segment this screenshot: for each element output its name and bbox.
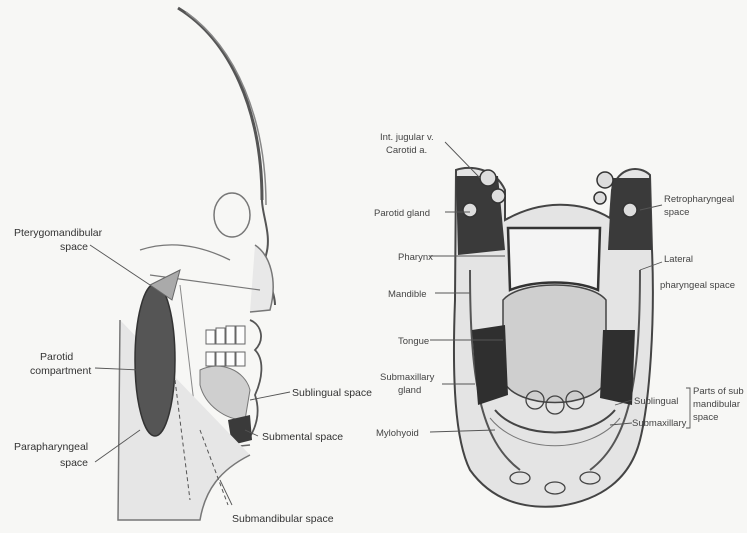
label-parotid-1: Parotid xyxy=(40,351,73,363)
label-tongue: Tongue xyxy=(398,336,429,347)
label-retropharyngeal-2: space xyxy=(664,207,689,218)
label-parts-of-3: space xyxy=(693,412,718,423)
label-submandibular-space: Submandibular space xyxy=(232,513,334,525)
label-pharynx: Pharynx xyxy=(398,252,433,263)
label-parotid-2: compartment xyxy=(30,365,91,377)
label-parapharyngeal-2: space xyxy=(60,457,88,469)
label-lateral-2: pharyngeal space xyxy=(660,280,735,291)
label-pterygomandibular-1: Pterygomandibular xyxy=(14,227,103,239)
label-mylohyoid: Mylohyoid xyxy=(376,428,419,439)
label-submaxillary-r: Submaxillary xyxy=(632,418,687,429)
label-carotid: Carotid a. xyxy=(386,145,427,156)
label-parotid-gland: Parotid gland xyxy=(374,208,430,219)
label-pterygomandibular-2: space xyxy=(60,241,88,253)
label-submental-space: Submental space xyxy=(262,431,343,443)
skull-sagittal-diagram xyxy=(118,8,275,520)
label-parapharyngeal-1: Parapharyngeal xyxy=(14,441,88,453)
label-submaxillary-1: Submaxillary xyxy=(380,372,435,383)
label-int-jugular: Int. jugular v. xyxy=(380,132,434,143)
label-mandible: Mandible xyxy=(388,289,427,300)
label-submaxillary-2: gland xyxy=(398,385,421,396)
label-lateral-1: Lateral xyxy=(664,254,693,265)
coronal-section-diagram xyxy=(454,168,653,507)
label-parts-of-2: mandibular xyxy=(693,399,740,410)
label-retropharyngeal-1: Retropharyngeal xyxy=(664,194,734,205)
label-sublingual-space: Sublingual space xyxy=(292,387,372,399)
label-parts-of-1: Parts of sub xyxy=(693,386,744,397)
label-sublingual-r: Sublingual xyxy=(634,396,678,407)
